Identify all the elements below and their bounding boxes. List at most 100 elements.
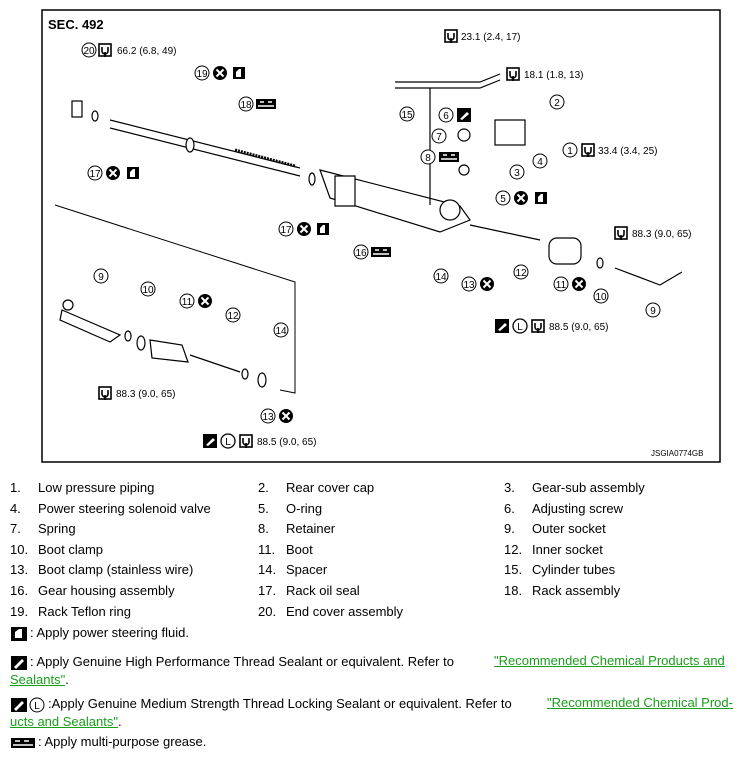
- legend-number: 11.: [258, 541, 276, 557]
- svg-text:1: 1: [567, 146, 573, 157]
- svg-text:20: 20: [83, 46, 95, 57]
- note-fluid-text: : Apply power steering fluid.: [30, 625, 189, 640]
- legend-label: Boot: [286, 541, 313, 557]
- legend-item: 7.Spring: [10, 519, 76, 539]
- legend-item: 6.Adjusting screw: [504, 499, 623, 519]
- callout-4: 4: [532, 153, 548, 169]
- callout-9b: 9: [93, 268, 109, 284]
- legend-label: Inner socket: [532, 541, 603, 557]
- callout-14b: 14: [273, 322, 289, 338]
- legend-label: Low pressure piping: [38, 480, 155, 495]
- callout-19: 19: [194, 65, 210, 81]
- note-high-performance-sealant: : Apply Genuine High Performance Thread …: [10, 654, 454, 687]
- note-ms-text: :Apply Genuine Medium Strength Thread Lo…: [48, 696, 512, 711]
- legend-item: 17.Rack oil seal: [258, 581, 360, 601]
- callout-20: 20: [81, 42, 97, 58]
- svg-text:12: 12: [515, 268, 527, 279]
- svg-text:4: 4: [537, 157, 543, 168]
- multi-purpose-grease-icon: [11, 737, 35, 748]
- callout-11b: 11: [179, 293, 195, 309]
- callout-13a: 13: [461, 276, 477, 292]
- legend-label: Rack oil seal: [286, 583, 360, 598]
- svg-text:10: 10: [595, 292, 607, 303]
- svg-text:6: 6: [443, 111, 449, 122]
- legend-label: Gear housing assembly: [38, 583, 175, 598]
- recommended-chemicals-link-c[interactable]: "Recommended Chemical Prod-: [547, 695, 733, 710]
- note-grease-text: : Apply multi-purpose grease.: [38, 734, 207, 749]
- svg-text:8: 8: [425, 153, 431, 164]
- legend-number: 18.: [504, 583, 523, 598]
- svg-text:16: 16: [355, 248, 367, 259]
- legend-label: Rack assembly: [532, 583, 621, 598]
- legend-item: 4.Power steering solenoid valve: [10, 499, 211, 519]
- legend-item: 5.O-ring: [258, 499, 322, 519]
- svg-text:9: 9: [650, 306, 656, 317]
- callouts: 20 19 18 17 17 15 16 6 7 8 2 3 4 1 5 14 …: [81, 42, 661, 424]
- image-code: JSGIA0774GB: [651, 449, 703, 458]
- svg-text:11: 11: [182, 297, 193, 308]
- legend-item: 2. Rear cover cap: [258, 478, 374, 498]
- svg-text:11: 11: [556, 280, 567, 291]
- legend-number: 4.: [10, 500, 21, 516]
- legend-label: Spacer: [286, 562, 328, 578]
- callout-16: 16: [353, 244, 369, 260]
- svg-text:9: 9: [98, 272, 104, 283]
- legend-label: Spring: [38, 521, 76, 537]
- legend-number: 12.: [504, 541, 523, 557]
- legend-label: Rear cover cap: [286, 480, 375, 495]
- callout-17a: 17: [87, 165, 103, 181]
- recommended-chemicals-link-d[interactable]: ucts and Sealants": [10, 713, 118, 729]
- legend-item: 20.End cover assembly: [258, 602, 403, 622]
- callout-7: 7: [431, 128, 447, 144]
- svg-text:14: 14: [275, 326, 287, 337]
- callout-6: 6: [438, 107, 454, 123]
- recommended-chemicals-link-a[interactable]: "Recommended Chemical Products and: [494, 653, 725, 668]
- legend-label: Retainer: [286, 521, 336, 537]
- legend-number: 9.: [504, 521, 515, 537]
- thread-locking-sealant-icon: L: [11, 697, 45, 713]
- callout-13b: 13: [260, 408, 276, 424]
- legend-label: Outer socket: [532, 521, 606, 537]
- section-label: SEC. 492: [48, 17, 104, 32]
- svg-text:5: 5: [500, 194, 506, 205]
- legend-number: 15.: [504, 562, 523, 578]
- legend-number: 10.: [10, 541, 29, 557]
- legend-item: 14. Spacer: [258, 560, 327, 580]
- recommended-chemicals-link-b[interactable]: Sealants": [10, 671, 66, 687]
- note-fluid: : Apply power steering fluid.: [10, 624, 735, 642]
- torque-pipe: 33.4 (3.4, 25): [598, 146, 657, 157]
- legend-number: 20.: [258, 603, 277, 619]
- legend-number: 1.: [10, 480, 21, 495]
- rack-assembly-drawing: [71, 73, 683, 286]
- legend-item: 12. Inner socket: [504, 540, 603, 560]
- svg-text:18: 18: [240, 100, 252, 111]
- thread-sealant-icon: [11, 655, 27, 670]
- callout-11a: 11: [553, 276, 569, 292]
- legend-item: 11. Boot: [258, 540, 313, 560]
- legend-item: 19.Rack Teflon ring: [10, 602, 131, 622]
- callout-15: 15: [399, 106, 415, 122]
- legend-item: 9. Outer socket: [504, 519, 606, 539]
- note-grease: : Apply multi-purpose grease.: [10, 733, 735, 750]
- legend-item: 18. Rack assembly: [504, 581, 620, 601]
- legend-number: 8.: [258, 521, 269, 537]
- svg-text:17: 17: [280, 225, 292, 236]
- svg-text:2: 2: [554, 98, 560, 109]
- callout-9a: 9: [645, 302, 661, 318]
- torque-outer-socket-left: 88.3 (9.0, 65): [116, 389, 175, 400]
- legend-item: 10.Boot clamp: [10, 540, 103, 560]
- svg-text:3: 3: [514, 168, 520, 179]
- note-medium-strength-sealant: L :Apply Genuine Medium Strength Thread L…: [10, 696, 512, 729]
- legend-number: 2.: [258, 480, 269, 495]
- legend-item: 1. Low pressure piping: [10, 478, 154, 498]
- svg-text:13: 13: [463, 280, 475, 291]
- svg-text:12: 12: [227, 311, 239, 322]
- svg-text:14: 14: [435, 272, 447, 283]
- legend-label: Boot clamp (stainless wire): [38, 562, 194, 578]
- legend-item: 15.Cylinder tubes: [504, 560, 615, 580]
- torque-inner-socket-left: 88.5 (9.0, 65): [257, 437, 316, 448]
- legend-number: 14.: [258, 562, 277, 578]
- legend-item: 13.Boot clamp (stainless wire): [10, 560, 193, 580]
- callout-17b: 17: [278, 221, 294, 237]
- svg-text:L: L: [34, 701, 40, 712]
